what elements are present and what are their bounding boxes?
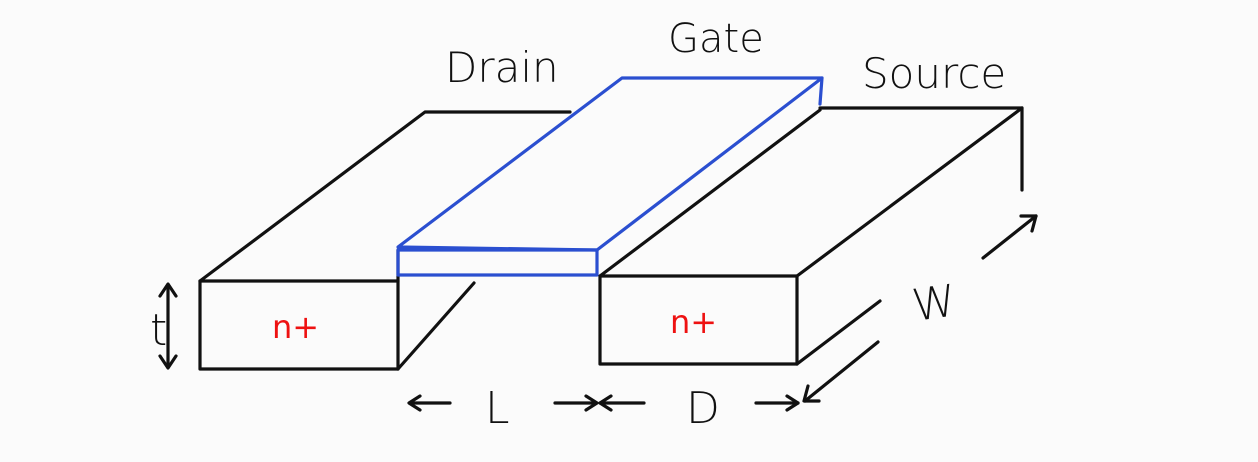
length-dimension: L xyxy=(407,383,599,434)
length-right-arrow-icon xyxy=(584,394,599,412)
gate-label: Gate xyxy=(668,16,764,62)
diffusion-left-arrow-icon xyxy=(598,394,613,412)
gate-top-face xyxy=(396,76,824,252)
width-lower-arrow-icon xyxy=(802,384,821,403)
length-label: L xyxy=(485,383,510,434)
source-top-left-edge xyxy=(598,108,822,278)
gate-front-face xyxy=(396,248,599,277)
width-label: W xyxy=(909,275,959,332)
diffusion-label: D xyxy=(686,383,720,434)
source-block xyxy=(598,106,1024,366)
source-bottom-edge xyxy=(795,299,882,366)
length-left-arrow-icon xyxy=(407,394,422,412)
thickness-arrow-up-icon xyxy=(158,282,178,298)
drain-block xyxy=(198,110,572,371)
source-front-face xyxy=(598,274,799,366)
diffusion-dimension: D xyxy=(598,383,800,434)
width-upper-arrow-icon xyxy=(1019,214,1038,233)
diffusion-right-arrow-icon xyxy=(785,394,800,412)
width-dimension: W xyxy=(802,214,1038,403)
drain-label: Drain xyxy=(445,43,559,92)
thickness-dimension: t xyxy=(150,282,178,370)
drain-bottom-edge xyxy=(396,281,476,371)
thickness-arrow-down-icon xyxy=(158,354,178,370)
source-doping-label: n+ xyxy=(670,303,717,341)
thickness-label: t xyxy=(150,305,167,356)
drain-top-edge xyxy=(198,110,572,283)
source-label: Source xyxy=(862,49,1006,98)
width-upper-arrow xyxy=(981,214,1038,260)
width-lower-arrow xyxy=(803,340,880,403)
drain-doping-label: n+ xyxy=(272,308,319,346)
gate-right-edge xyxy=(818,76,824,106)
source-top-right-edge xyxy=(795,106,1024,278)
gate-block xyxy=(396,76,824,277)
drain-front-face xyxy=(198,279,400,371)
